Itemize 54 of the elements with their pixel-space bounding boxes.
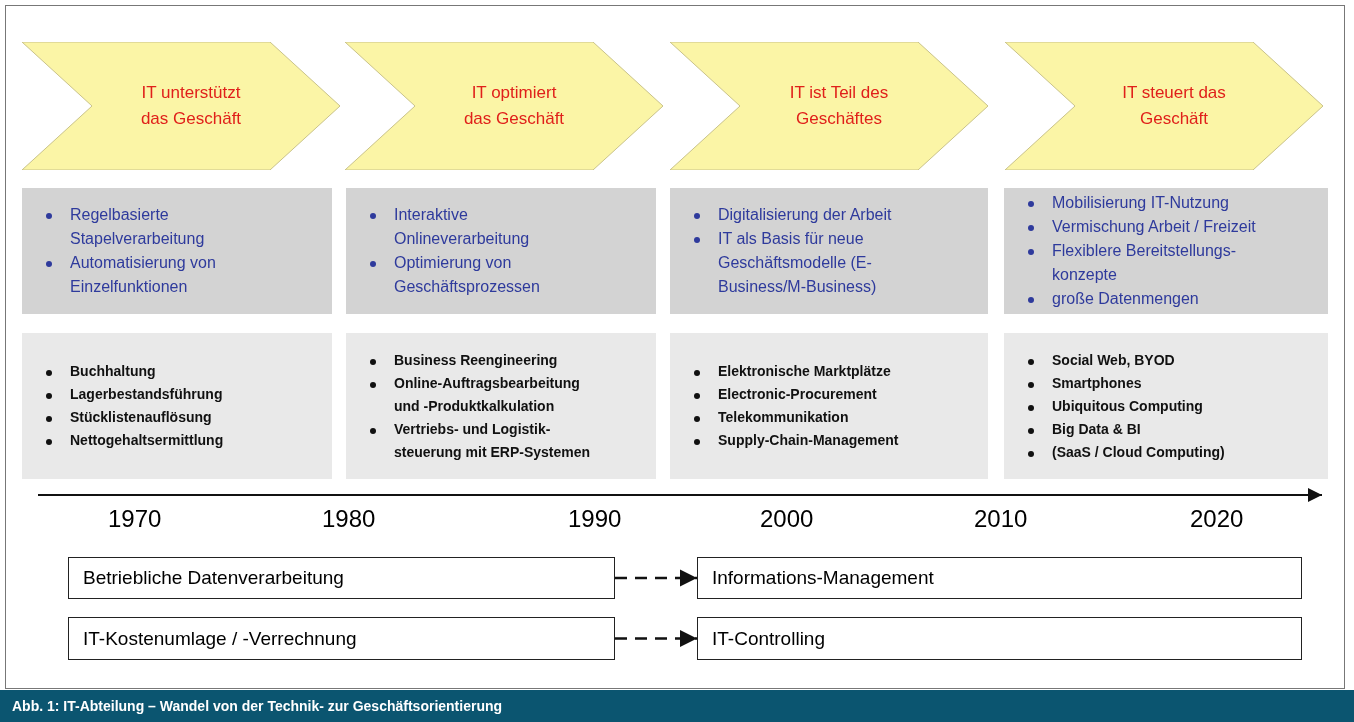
bullet-text: große Datenmengen [1052,290,1199,307]
bullet-text: Buchhaltung [70,363,156,379]
bullet-text: Business Reengineering [394,351,558,368]
dashed-arrow [615,569,697,587]
bullet-text: Nettogehaltsermittlung [70,432,224,448]
goal-panel [346,188,656,314]
era-label: Informations-Management [712,567,934,589]
year-label: 2000 [760,505,814,533]
bullet-text: Big Data & BI [1052,420,1141,437]
bullet-text: Mobilisierung IT-Nutzung [1052,194,1229,211]
year-label: 2010 [974,505,1028,533]
application-panel [22,333,332,479]
application-panel [1004,333,1328,479]
goal-panel [670,188,988,314]
bullet-text: IT als Basis für neue Geschäftsmodelle (E-Business/M-Business) [718,230,877,295]
bullet-text: Stücklistenauflösung [70,409,212,425]
era-label: Betriebliche Datenverarbeitung [83,567,344,589]
bullet-text: Digitalisierung der Arbeit [718,206,892,223]
year-label: 1970 [108,505,162,533]
era-label: IT-Kostenumlage / -Verrechnung [83,627,357,650]
bullet-text: Telekommunikation [718,409,849,425]
application-panel [670,333,988,479]
bullet-text: Ubiquitous Computing [1052,397,1203,414]
bullet-text: (SaaS / Cloud Computing) [1052,443,1225,460]
phase-heading: IT unterstützt das Geschäft [139,82,243,130]
bullet-text: Electronic-Procurement [718,386,877,402]
phase-heading: IT optimiert das Geschäft [462,82,566,130]
year-label: 1990 [568,505,622,533]
bullet-text: Automatisierung von Einzelfunktionen [70,254,216,295]
era-box [697,557,1302,599]
era-label: IT-Controlling [712,627,825,650]
bullet-text: Elektronische Marktplätze [718,363,891,379]
bullet-text: Regelbasierte Stapelverarbeitung [70,206,205,247]
bullet-text: Interaktive Onlineverarbeitung [394,206,530,247]
phase-heading: IT steuert das Geschäft [1121,82,1227,130]
year-label: 2020 [1190,505,1244,533]
bullet-text: Vertriebs- und Logistik- steuerung mit ERP-Systemen [394,420,591,460]
application-panel [346,333,656,479]
era-box [697,617,1302,660]
bullet-text: Social Web, BYOD [1052,351,1175,368]
goal-panel [1004,188,1328,314]
bullet-text: Lagerbestandsführung [70,386,223,402]
era-box [68,557,615,599]
caption-text: Abb. 1: IT-Abteilung – Wandel von der Technik- zur Geschäftsorientierung [12,698,503,714]
bullet-text: Online-Auftragsbearbeitung und -Produktkalkulation [394,374,580,414]
bullet-text: Vermischung Arbeit / Freizeit [1052,218,1256,235]
bullet-text: Smartphones [1052,374,1142,391]
bullet-text: Supply-Chain-Management [718,432,899,448]
year-label: 1980 [322,505,376,533]
goal-panel [22,188,332,314]
bullet-text: Optimierung von Geschäftsprozessen [394,254,540,295]
era-box [68,617,615,660]
phase-heading: IT ist Teil des Geschäftes [788,82,890,130]
dashed-arrow [615,629,697,648]
